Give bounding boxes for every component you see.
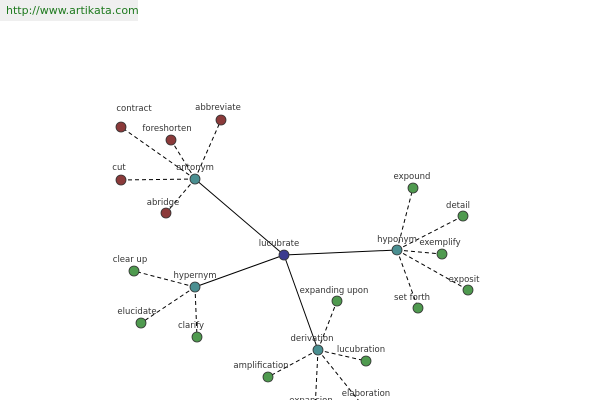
- edge-hypernym-elucidate: [140, 286, 196, 324]
- label-hypernym[interactable]: hypernym: [173, 271, 216, 281]
- edge-hypernym-clarify: [194, 286, 198, 338]
- node-lucubration[interactable]: [360, 355, 372, 367]
- node-hypernym[interactable]: [189, 281, 201, 293]
- label-derivation[interactable]: derivation: [290, 334, 333, 344]
- url-bar: http://www.artikata.com: [0, 0, 139, 21]
- edge-hyponym-setforth: [396, 249, 419, 309]
- edge-hyponym-exemplify: [396, 249, 443, 255]
- edge-antonym-contract: [120, 126, 196, 180]
- node-antonym[interactable]: [189, 173, 201, 185]
- label-amplification[interactable]: amplification: [233, 361, 288, 371]
- site-url-link[interactable]: http://www.artikata.com: [6, 4, 139, 17]
- edge-derivation-expansion: [314, 349, 319, 400]
- node-clearup[interactable]: [128, 265, 140, 277]
- edge-derivation-elaboration: [317, 349, 359, 400]
- label-contract[interactable]: contract: [116, 104, 152, 114]
- nodes: [115, 114, 474, 383]
- labels: lucubrate antonym hyponym hypernym derivatio…: [112, 103, 480, 400]
- edge-antonym-abbreviate: [194, 119, 222, 180]
- edge-lucubrate-derivation: [283, 254, 319, 351]
- label-hyponym[interactable]: hyponym: [377, 235, 417, 245]
- node-foreshorten[interactable]: [165, 134, 177, 146]
- node-contract[interactable]: [115, 121, 127, 133]
- label-expandingupon[interactable]: expanding upon: [300, 286, 369, 296]
- node-amplification[interactable]: [262, 371, 274, 383]
- node-abbreviate[interactable]: [215, 114, 227, 126]
- label-cut[interactable]: cut: [112, 163, 126, 173]
- edge-derivation-lucubration: [317, 349, 367, 362]
- edge-hyponym-detail: [396, 215, 464, 251]
- node-abridge[interactable]: [160, 207, 172, 219]
- label-foreshorten[interactable]: foreshorten: [142, 124, 191, 134]
- node-exemplify[interactable]: [436, 248, 448, 260]
- edge-lucubrate-antonym: [194, 178, 285, 256]
- edge-derivation-expandingupon: [317, 300, 338, 351]
- label-expansion[interactable]: expansion: [289, 396, 332, 400]
- edge-hyponym-expound: [396, 187, 414, 251]
- node-lucubrate[interactable]: [278, 249, 290, 261]
- label-exposit[interactable]: exposit: [449, 275, 480, 285]
- label-abbreviate[interactable]: abbreviate: [195, 103, 241, 113]
- node-derivation[interactable]: [312, 344, 324, 356]
- node-expound[interactable]: [407, 182, 419, 194]
- label-detail[interactable]: detail: [446, 201, 470, 211]
- node-setforth[interactable]: [412, 302, 424, 314]
- node-detail[interactable]: [457, 210, 469, 222]
- node-clarify[interactable]: [191, 331, 203, 343]
- label-elaboration[interactable]: elaboration: [342, 389, 390, 399]
- label-setforth[interactable]: set forth: [394, 293, 430, 303]
- node-expandingupon[interactable]: [331, 295, 343, 307]
- edge-antonym-cut: [120, 178, 196, 181]
- node-cut[interactable]: [115, 174, 127, 186]
- node-hyponym[interactable]: [391, 244, 403, 256]
- label-elucidate[interactable]: elucidate: [117, 307, 156, 317]
- label-exemplify[interactable]: exemplify: [419, 238, 460, 248]
- edge-antonym-foreshorten: [170, 139, 196, 180]
- edges: [120, 119, 469, 400]
- label-clearup[interactable]: clear up: [113, 255, 147, 265]
- label-lucubration[interactable]: lucubration: [337, 345, 385, 355]
- label-lucubrate[interactable]: lucubrate: [259, 239, 299, 249]
- node-exposit[interactable]: [462, 284, 474, 296]
- node-elucidate[interactable]: [135, 317, 147, 329]
- edge-antonym-abridge: [165, 178, 196, 214]
- label-antonym[interactable]: antonym: [176, 163, 214, 173]
- label-expound[interactable]: expound: [394, 172, 431, 182]
- edge-derivation-amplification: [267, 349, 319, 378]
- edge-lucubrate-hyponym: [283, 249, 398, 256]
- label-clarify[interactable]: clarify: [178, 321, 204, 331]
- label-abridge[interactable]: abridge: [147, 198, 179, 208]
- edge-lucubrate-hypernym: [194, 254, 285, 288]
- edge-hypernym-clearup: [133, 270, 196, 288]
